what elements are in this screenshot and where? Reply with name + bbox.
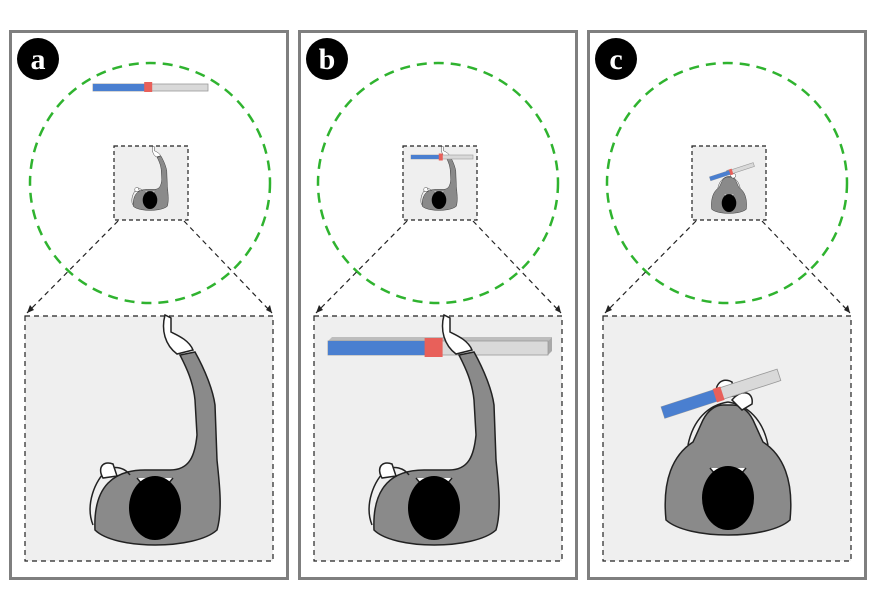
scroll-bar-large	[660, 368, 782, 419]
bar-handle	[424, 338, 443, 357]
badge: c	[595, 38, 637, 80]
scroll-bar-large	[327, 337, 552, 357]
panel-c-figure: c	[595, 38, 852, 562]
bar-handle	[144, 82, 153, 92]
scroll-bar-small	[709, 162, 755, 182]
interaction-range-circle	[28, 61, 272, 305]
scroll-bar-small	[410, 153, 474, 161]
interaction-range-circle	[316, 61, 560, 305]
panel-b-figure: b	[306, 38, 563, 562]
bar-fill	[709, 170, 732, 181]
badge-label: b	[319, 43, 336, 76]
panel-a-figure: a	[17, 38, 274, 562]
badge: b	[306, 38, 348, 80]
bar-fill	[328, 341, 434, 355]
bar-fill	[661, 388, 721, 419]
bar-handle	[712, 386, 725, 403]
badge: a	[17, 38, 59, 80]
bar-handle	[728, 168, 734, 176]
bar-handle	[438, 153, 443, 161]
scroll-bar-small	[92, 82, 209, 92]
bar-fill	[93, 84, 149, 91]
badge-label: c	[609, 43, 622, 76]
interaction-range-circle	[605, 61, 849, 305]
bar-fill	[411, 155, 441, 159]
badge-label: a	[31, 43, 46, 76]
